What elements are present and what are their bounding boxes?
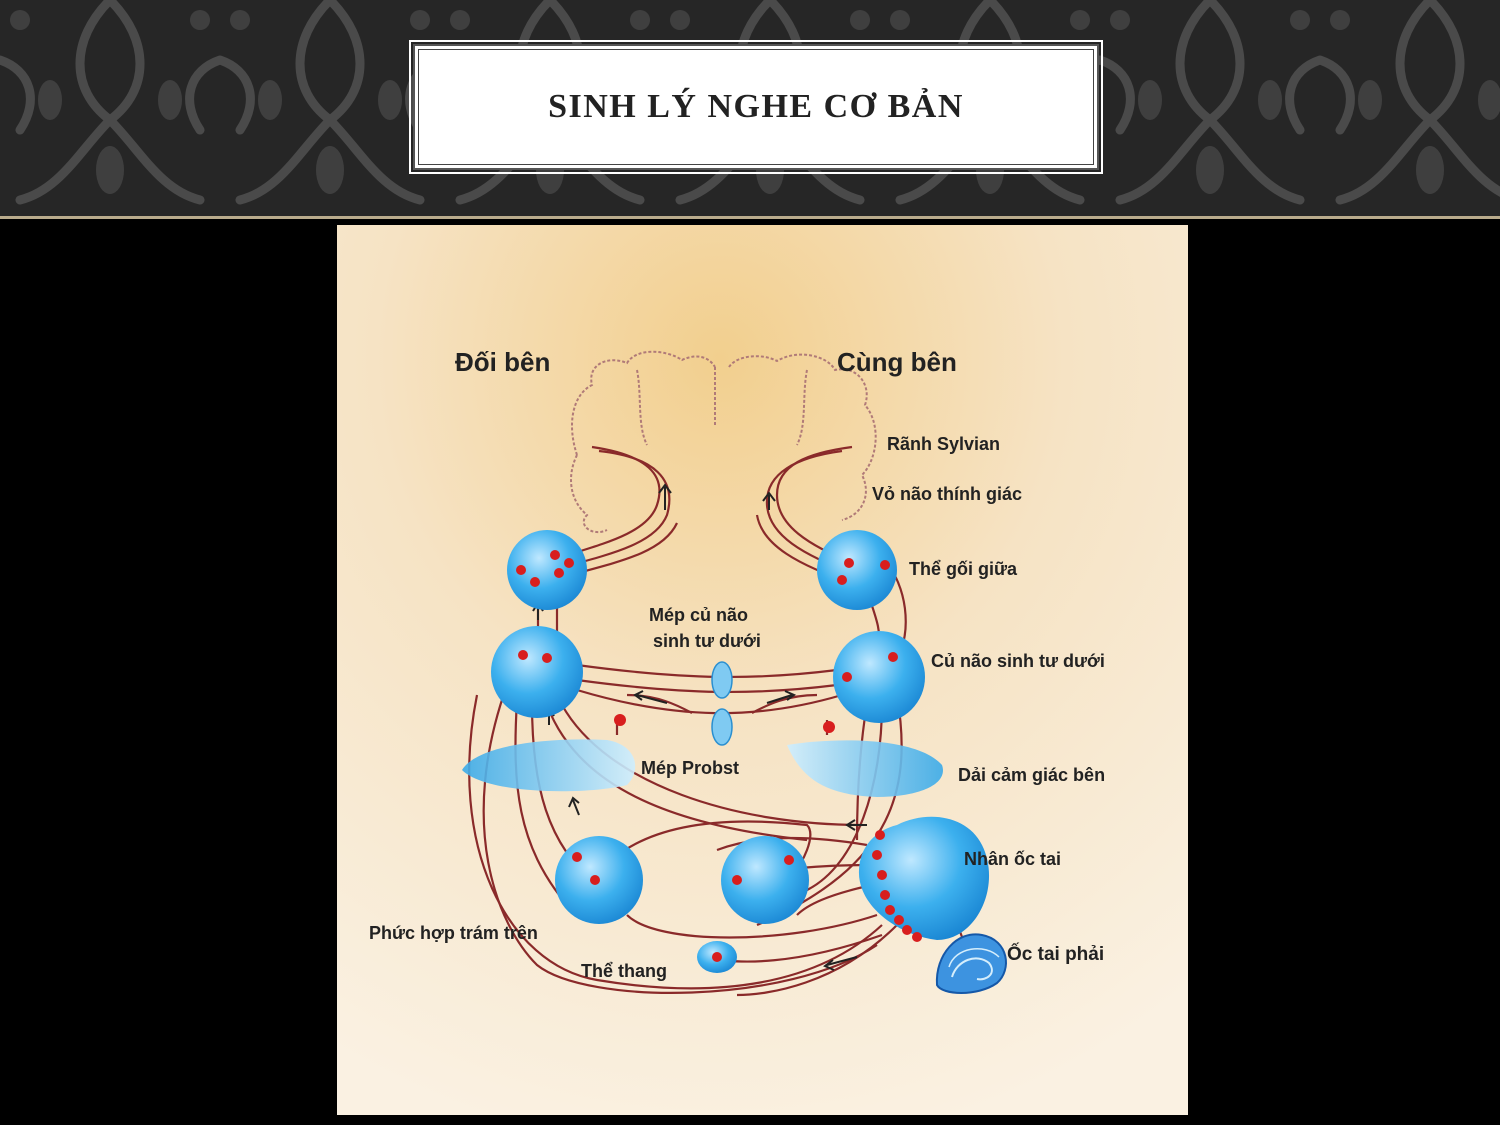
label-ic-commissure-line1: Mép củ não <box>649 605 748 625</box>
figure-background <box>337 225 1188 1115</box>
label-right-cochlea: Ốc tai phải <box>1007 943 1104 965</box>
label-lateral-lemniscus: Dải cảm giác bên <box>958 765 1105 785</box>
cortex-outline <box>570 350 877 534</box>
diagram-canvas: Đối bên Cùng bên Rãnh Sylvian Vỏ não thí… <box>337 225 1188 1115</box>
medial-geniculate-right <box>817 530 897 610</box>
lateral-lemniscus-bands <box>462 739 943 797</box>
label-inferior-colliculus: Củ não sinh tư dưới <box>931 651 1105 671</box>
cochlea-shell <box>935 933 1007 994</box>
label-medial-geniculate: Thể gối giữa <box>909 559 1018 579</box>
slide-title: SINH LÝ NGHE CƠ BẢN <box>548 88 964 125</box>
label-contralateral: Đối bên <box>455 347 550 377</box>
slide-header: SINH LÝ NGHE CƠ BẢN <box>0 0 1500 216</box>
label-sylvian-fissure: Rãnh Sylvian <box>887 434 1000 454</box>
label-trapezoid-body: Thể thang <box>581 961 667 981</box>
auditory-pathway-diagram: Đối bên Cùng bên Rãnh Sylvian Vỏ não thí… <box>337 225 1188 1115</box>
label-cochlear-nucleus: Nhân ốc tai <box>964 849 1061 869</box>
header-divider <box>0 216 1500 219</box>
label-probst-commissure: Mép Probst <box>641 758 739 778</box>
inferior-colliculus-right <box>833 631 925 723</box>
label-ipsilateral: Cùng bên <box>837 347 957 377</box>
inferior-colliculus-left <box>491 626 583 718</box>
label-superior-olivary-complex: Phức hợp trám trên <box>369 923 538 943</box>
label-ic-commissure-line2: sinh tư dưới <box>653 631 761 651</box>
neuron-dots <box>516 550 922 962</box>
label-auditory-cortex: Vỏ não thính giác <box>872 484 1022 504</box>
title-box: SINH LÝ NGHE CƠ BẢN <box>409 40 1103 174</box>
commissure-nodes <box>711 661 733 746</box>
medial-geniculate-left <box>507 530 587 610</box>
